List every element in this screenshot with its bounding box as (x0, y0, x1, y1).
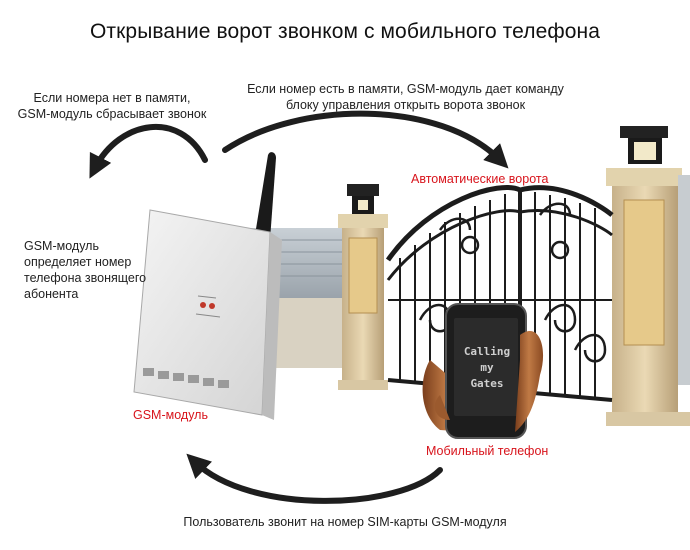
phone-screen-line3: Gates (470, 377, 504, 390)
label-mobile-phone: Мобильный телефон (426, 444, 549, 458)
gsm-module-device (133, 152, 282, 420)
phone-screen-line2: my (480, 361, 494, 374)
label-gsm-module: GSM-модуль (133, 408, 208, 422)
diagram-title: Открывание ворот звонком с мобильного те… (89, 20, 601, 43)
phone-screen-line1: Calling (463, 345, 511, 358)
note-user-calls: Пользователь звонит на номер SIM-карты G… (183, 515, 507, 529)
phone-screen: Calling my Gates (456, 344, 518, 392)
phone-in-hand (422, 303, 544, 439)
left-pillar (338, 184, 388, 390)
arrow-bottom-call (186, 453, 443, 504)
arrow-left-reject (89, 124, 208, 179)
antenna (255, 152, 276, 240)
right-wall (678, 175, 690, 385)
label-automatic-gates: Автоматические ворота (411, 172, 549, 186)
note-determines-number: GSM-модуль определяет номер телефона зво… (24, 239, 147, 301)
right-pillar (606, 126, 690, 426)
note-in-memory: Если номер есть в памяти, GSM-модуль дае… (247, 82, 564, 112)
note-not-in-memory: Если номера нет в памяти, GSM-модуль сбр… (17, 91, 207, 121)
arrow-top-command (222, 110, 509, 169)
